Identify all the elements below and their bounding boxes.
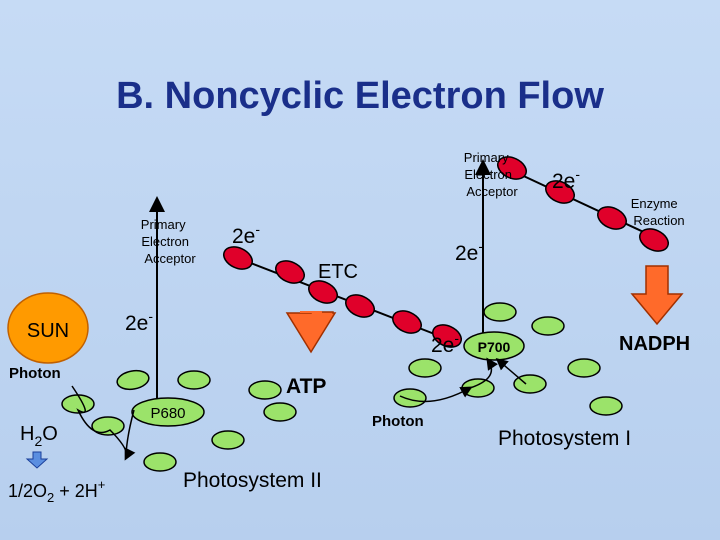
minus-sup: - — [454, 330, 459, 346]
sun-label: SUN — [27, 320, 69, 342]
o2-part2: + 2H — [54, 481, 98, 501]
nadph-label: NADPH — [619, 333, 690, 355]
pigment — [589, 396, 623, 416]
acceptor-line: Electron — [464, 167, 512, 182]
oxygen-protons-label: 1/2O2 + 2H+ — [8, 477, 105, 505]
ps2-primary-acceptor-carrier — [223, 246, 253, 270]
h2o-h: H — [20, 423, 34, 445]
nadph-carrier — [597, 206, 627, 230]
pigment — [116, 369, 150, 391]
etc-label: ETC — [318, 261, 358, 283]
p700-label: P700 — [478, 339, 511, 355]
nadph-arrow — [630, 265, 684, 326]
two-e: 2e — [552, 170, 575, 193]
o2-subscript: 2 — [47, 490, 54, 505]
electron-pair-label: 2e- — [552, 166, 580, 193]
ps1-pigments — [393, 302, 623, 416]
two-e: 2e — [431, 334, 454, 357]
title: B. Noncyclic Electron Flow — [116, 75, 604, 117]
pigment — [211, 430, 245, 450]
minus-sup: - — [478, 238, 483, 254]
etc-carrier — [392, 310, 422, 334]
etc-carrier — [345, 294, 375, 318]
h2o-o: O — [42, 423, 58, 445]
pigment — [483, 302, 517, 322]
photon-label-ps1: Photon — [372, 413, 424, 430]
ps1-primary-acceptor-carrier — [497, 156, 527, 180]
ps2-primary-acceptor-label: Primary Electron Acceptor — [141, 217, 197, 266]
pigment — [408, 358, 442, 378]
enzyme-line: Reaction — [633, 213, 684, 228]
minus-sup: - — [575, 166, 580, 182]
p680-oval — [131, 397, 205, 427]
electron-pair-label: 2e- — [232, 221, 260, 248]
electron-pair-label: 2e- — [455, 238, 483, 265]
nadph-line — [514, 171, 666, 243]
pigment — [393, 388, 427, 408]
enzyme-line: Enzyme — [631, 196, 678, 211]
acceptor-line: Acceptor — [144, 251, 196, 266]
water-split-arrow — [25, 451, 49, 469]
etc-carrier — [275, 260, 305, 284]
photon-label-ps2: Photon — [9, 365, 61, 382]
h2o-subscript: 2 — [34, 433, 42, 449]
minus-sup: - — [148, 308, 153, 324]
photosystem-i-label: Photosystem I — [498, 427, 631, 450]
electron-pair-label: 2e- — [125, 308, 153, 335]
pigment — [263, 402, 297, 422]
h2o-label: H2O — [20, 423, 58, 449]
enzyme-reaction-label: Enzyme Reaction — [631, 196, 685, 228]
proton-superscript: + — [98, 477, 106, 492]
atp-label: ATP — [286, 375, 326, 398]
nadph-carrier — [545, 180, 575, 204]
acceptor-line: Acceptor — [466, 184, 518, 199]
atp-arrow — [285, 311, 337, 354]
etc-carrier — [308, 280, 338, 304]
etc-carrier — [432, 324, 462, 348]
acceptor-line: Primary — [141, 217, 186, 232]
energy-transfer-arrows — [71, 357, 527, 461]
pigment — [177, 370, 211, 390]
pigment — [248, 380, 282, 400]
acceptor-line: Primary — [464, 150, 509, 165]
pigment — [531, 316, 565, 336]
electron-carriers — [223, 156, 669, 348]
pigment — [461, 378, 495, 398]
pigment — [513, 374, 547, 394]
acceptor-line: Electron — [141, 234, 189, 249]
o2-part1: 1/2O — [8, 481, 47, 501]
electron-pair-label: 2e- — [431, 330, 459, 357]
two-e: 2e — [125, 312, 148, 335]
atp-arrow-body — [300, 311, 322, 313]
sun-icon — [7, 292, 89, 364]
pigment — [143, 452, 177, 472]
nadph-carrier — [639, 228, 669, 252]
pigment — [567, 358, 601, 378]
two-e: 2e — [455, 242, 478, 265]
pigment — [91, 416, 125, 436]
minus-sup: - — [255, 221, 260, 237]
two-e: 2e — [232, 225, 255, 248]
photosystem-ii-label: Photosystem II — [183, 469, 322, 492]
p680-label: P680 — [150, 405, 185, 422]
ps1-primary-acceptor-label: Primary Electron Acceptor — [464, 150, 519, 199]
